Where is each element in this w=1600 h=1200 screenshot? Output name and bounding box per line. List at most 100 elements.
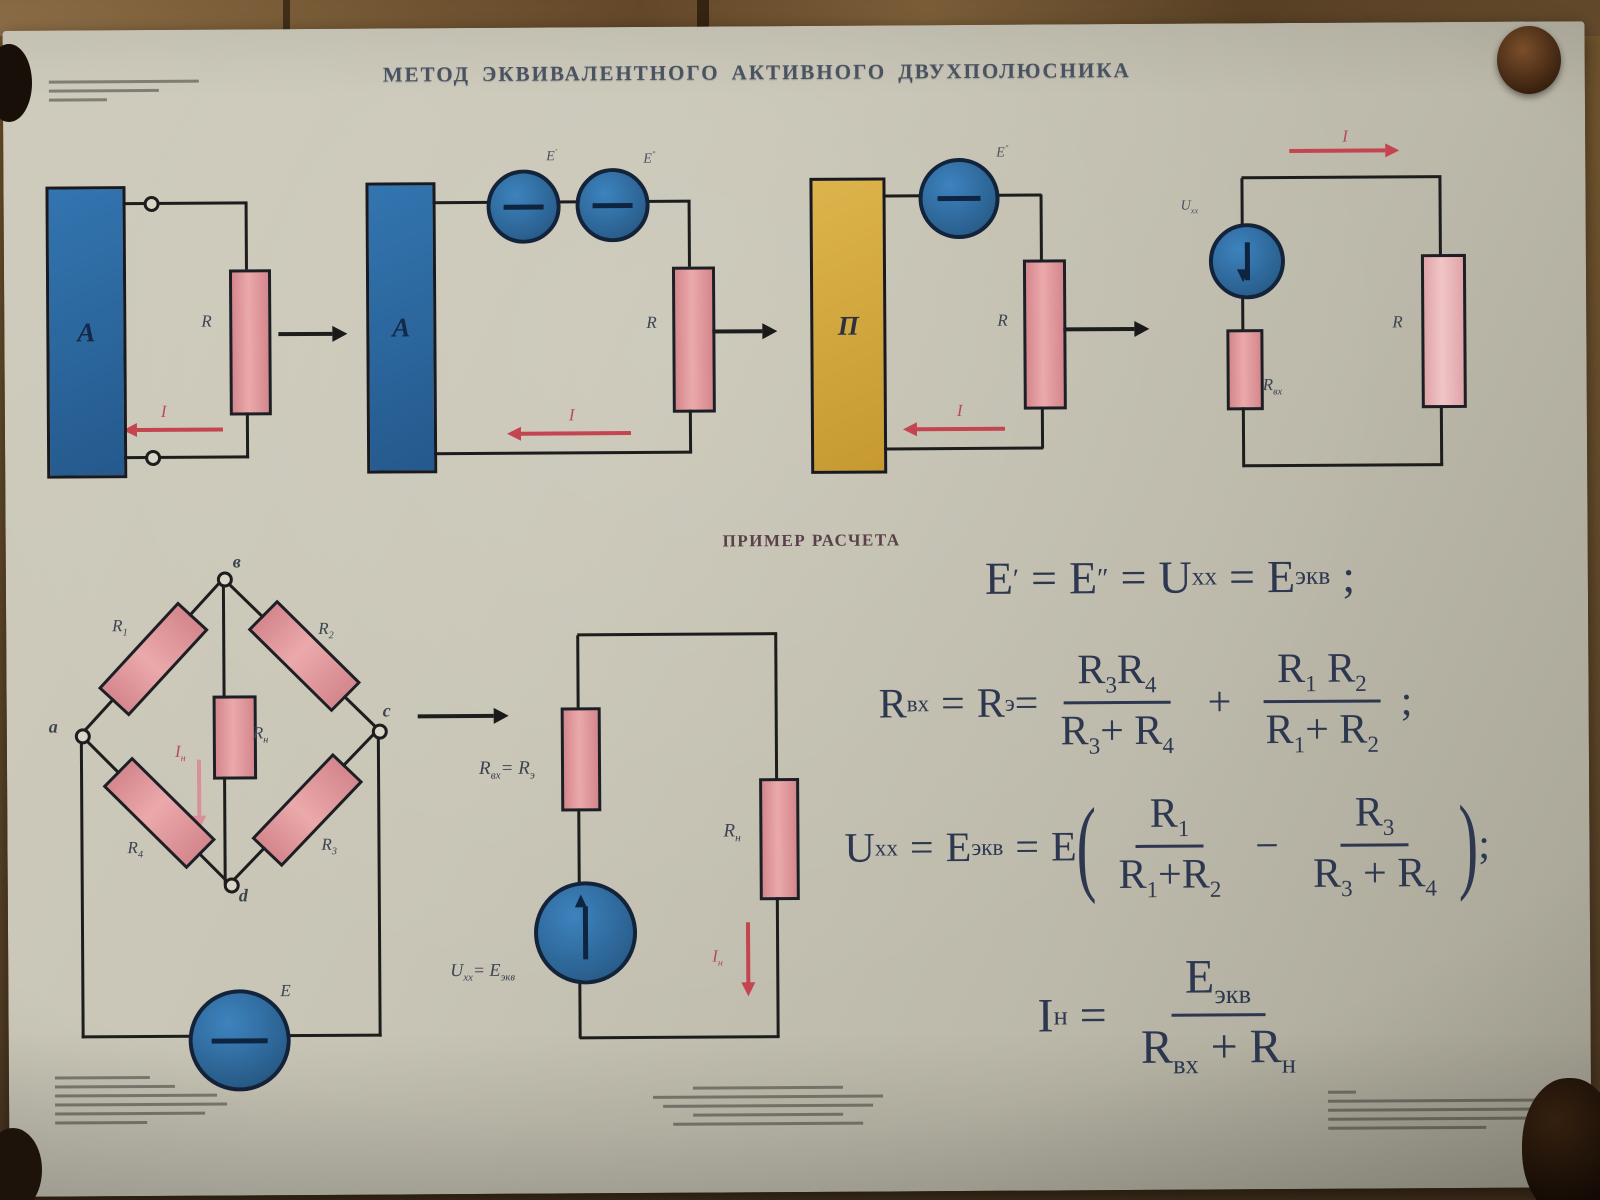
resistor-label: R2	[318, 618, 334, 642]
source-arrow-head	[574, 894, 587, 908]
current-label: I	[160, 401, 167, 421]
wire	[1039, 194, 1043, 261]
terminal-node	[143, 195, 160, 213]
source-label: E	[280, 981, 291, 1001]
fraction: R1 R2 R1+ R2	[1251, 644, 1393, 759]
node-d	[223, 877, 240, 894]
load-resistor	[759, 778, 800, 901]
transform-arrow-head	[1134, 320, 1150, 337]
node-label: c	[382, 700, 391, 721]
wire	[687, 201, 691, 267]
title-word: ДВУХПОЛЮСНИКА	[898, 57, 1131, 84]
fine-print-top-left	[48, 79, 199, 102]
source-arrow-head	[1236, 269, 1250, 283]
resistor-label: R1	[112, 616, 128, 639]
source-label: E′	[546, 147, 557, 165]
wire	[244, 203, 248, 270]
load-resistor-label: Rн	[723, 820, 741, 845]
fine-print-line	[1328, 1116, 1529, 1121]
input-resistor-label: Rвх= Rэ	[478, 757, 535, 782]
source-polarity-bar	[592, 202, 633, 208]
fine-print-line	[1328, 1090, 1357, 1094]
transform-arrow	[417, 713, 494, 719]
source-label: E″	[643, 149, 656, 167]
load-resistor	[1420, 253, 1467, 409]
wire	[281, 1033, 382, 1038]
current-label: Iн	[174, 741, 186, 765]
resistor	[1022, 259, 1067, 410]
fine-print-line	[692, 1085, 843, 1090]
fine-print-line	[55, 1111, 206, 1116]
source-label: E″	[996, 143, 1009, 161]
current-arrow	[136, 427, 223, 433]
fine-print-bottom-left	[54, 1075, 228, 1125]
resistor-label: R	[646, 312, 657, 332]
current-arrow	[196, 759, 202, 818]
emf-source	[918, 157, 1000, 240]
active-network-box: A	[365, 182, 438, 474]
current-label: I	[568, 405, 575, 425]
source-label: Uхх= Eэкв	[450, 959, 516, 984]
input-resistor	[1226, 329, 1264, 411]
resistor	[671, 266, 716, 413]
resistor-label: R3	[321, 834, 338, 858]
close-paren: )	[1458, 784, 1479, 904]
fine-print-line	[48, 88, 159, 93]
resistor-label: R4	[127, 838, 144, 861]
active-network-box: A	[45, 186, 128, 479]
resistor-rn	[212, 695, 258, 780]
wire	[1439, 400, 1444, 466]
resistor	[228, 269, 272, 416]
transform-arrow	[1062, 326, 1135, 332]
terminal-node	[145, 449, 162, 466]
resistor-label: R	[201, 311, 212, 331]
wire	[688, 406, 693, 453]
transform-arrow-head	[493, 707, 509, 724]
current-arrow-head	[902, 422, 918, 437]
box-label: П	[837, 310, 859, 341]
transform-arrow	[710, 329, 763, 334]
source-label: Uхх	[1180, 198, 1199, 216]
current-arrow	[745, 922, 751, 985]
title-word: ЭКВИВАЛЕНТНОГО	[482, 60, 720, 86]
title-word: МЕТОД	[382, 62, 471, 87]
emf-source	[486, 169, 561, 244]
wire	[1438, 177, 1442, 257]
corner-object	[1497, 26, 1561, 94]
resistor-label: Rн	[252, 723, 269, 746]
fine-print-line	[693, 1112, 844, 1117]
fine-print-line	[653, 1094, 884, 1099]
wire	[577, 805, 581, 884]
corner-object	[1522, 1078, 1600, 1200]
transform-arrow-head	[762, 323, 778, 340]
source-polarity-bar	[937, 195, 981, 202]
wire	[1241, 402, 1246, 468]
open-paren: (	[1076, 787, 1097, 906]
wire	[1240, 178, 1244, 226]
fine-print-line	[48, 98, 107, 102]
current-label: I	[1342, 126, 1348, 146]
passive-network-box: П	[809, 177, 888, 474]
fine-print-line	[54, 1075, 150, 1080]
node-label: в	[232, 551, 241, 572]
fine-print-line	[48, 79, 199, 84]
transform-arrow	[278, 331, 333, 337]
fine-print-line	[1328, 1098, 1561, 1103]
current-label: Iн	[712, 946, 723, 969]
current-label: I	[956, 401, 963, 421]
example-heading: ПРИМЕР РАСЧЕТА	[722, 530, 901, 551]
node-a	[74, 728, 91, 745]
fraction: R1 R1+R2	[1118, 789, 1222, 903]
title-word: АКТИВНОГО	[731, 59, 887, 85]
current-arrow	[916, 426, 1005, 432]
input-resistor-label: Rвх	[1262, 375, 1283, 398]
input-resistor	[560, 707, 602, 812]
node-label: d	[238, 885, 248, 906]
wire	[1040, 403, 1045, 449]
